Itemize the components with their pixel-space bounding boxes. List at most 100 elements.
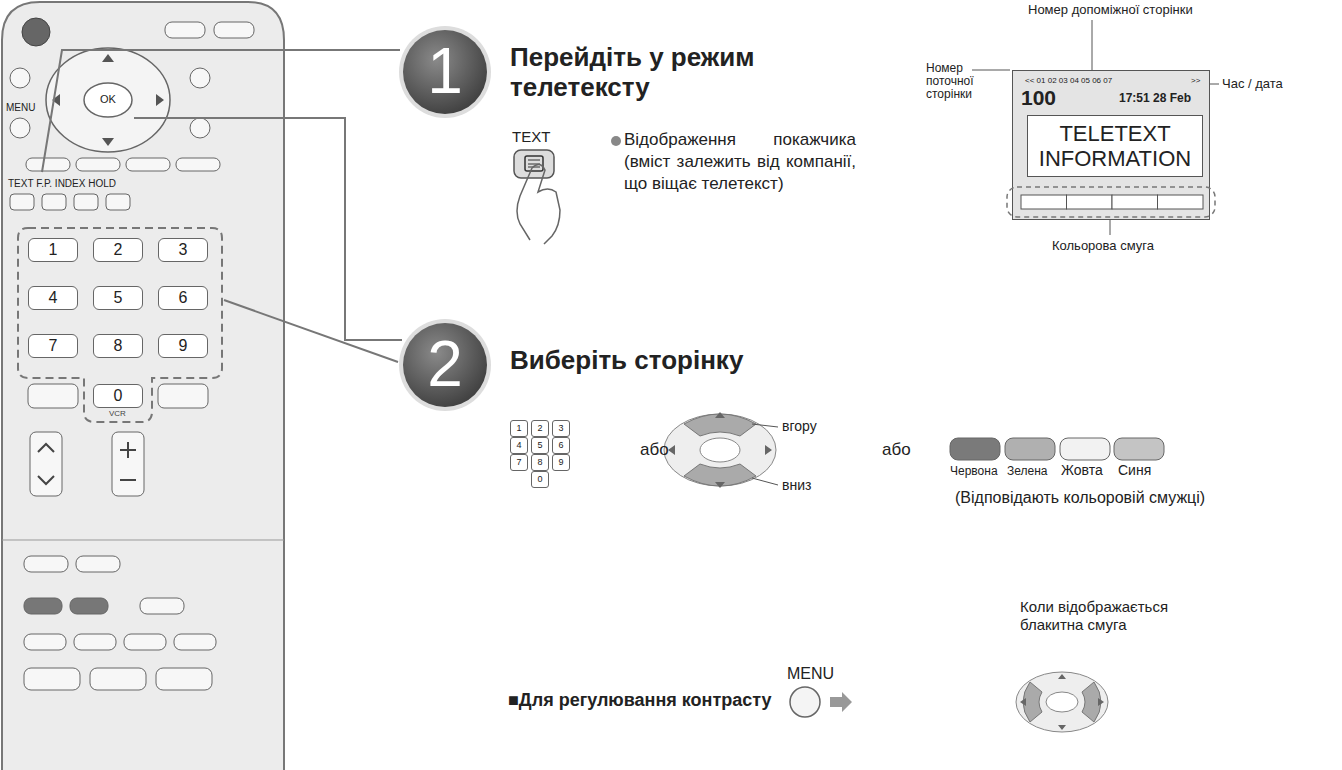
power-button	[22, 18, 50, 46]
text-label: Номер допоміжної сторінки	[1028, 2, 1193, 18]
number-button: 8	[93, 334, 143, 358]
arrows	[1020, 674, 1104, 730]
text-label: вниз	[782, 477, 811, 494]
number-button: 4	[510, 437, 528, 454]
teletext-symbol	[525, 156, 543, 171]
circle-fill	[403, 30, 487, 114]
node-text: 6	[558, 440, 563, 450]
node-text: 5	[114, 289, 123, 307]
number-button: 1	[28, 238, 78, 262]
text-label: Відображення покажчика (вміст залежить в…	[624, 129, 856, 195]
lower-buttons	[24, 556, 216, 690]
number-button: 2	[531, 420, 549, 437]
text-label: OK	[100, 93, 116, 106]
number-button: 9	[552, 454, 570, 471]
chevrons	[38, 444, 54, 484]
node-text: 9	[179, 337, 188, 355]
colour-keys	[950, 438, 1164, 460]
button	[28, 384, 78, 408]
node-text: 0	[114, 387, 123, 405]
dpad-arrows	[52, 54, 164, 146]
leader-line	[752, 424, 778, 427]
text-label: або	[882, 440, 911, 460]
node-text: 8	[114, 337, 123, 355]
leader-line	[224, 300, 398, 362]
number-button: 6	[158, 286, 208, 310]
node-text: 1	[49, 241, 58, 259]
number-button: 0	[531, 471, 549, 488]
step-heading: Перейдіть у режим телетексту	[510, 42, 840, 102]
text-label: MENU	[6, 102, 35, 114]
text-label: або	[640, 440, 669, 460]
node-text: 0	[537, 474, 542, 484]
screen-text: 100	[1021, 86, 1056, 109]
text-label: Жовта	[1061, 462, 1103, 479]
text-label: Синя	[1118, 462, 1151, 479]
teletext-buttons	[10, 194, 130, 210]
teletext-title-box: TELETEXT INFORMATION	[1027, 115, 1203, 177]
node-text: TELETEXT INFORMATION	[1028, 121, 1202, 172]
colour-bar-cell	[1067, 195, 1113, 209]
screen-text: 17:51 28 Feb	[1119, 92, 1191, 105]
number-button: 3	[158, 238, 208, 262]
step-circle: 1	[398, 25, 492, 119]
menu-key	[790, 687, 820, 717]
arrow	[830, 692, 852, 712]
text-label: MENU	[787, 664, 834, 683]
number-button: 9	[158, 334, 208, 358]
hand	[517, 164, 560, 244]
leader-line	[752, 478, 778, 485]
text-label: Номер поточної сторінки	[926, 62, 988, 101]
number-button: 8	[531, 454, 549, 471]
digit-group-outline	[18, 228, 222, 422]
number-button: 1	[510, 420, 528, 437]
node-text: 6	[179, 289, 188, 307]
node-text: 9	[558, 457, 563, 467]
button	[190, 118, 210, 138]
plus-minus	[120, 442, 136, 480]
node-text: 2	[114, 241, 123, 259]
left-right-keys	[1023, 682, 1101, 722]
button	[214, 22, 254, 38]
node-text: 3	[558, 423, 563, 433]
screen-text: >>	[1191, 77, 1200, 86]
node-text: 7	[49, 337, 58, 355]
circle-ring	[399, 26, 491, 118]
step-heading: Виберіть сторінку	[510, 345, 743, 376]
text-label: (Відповідають кольоровій смужці)	[955, 488, 1205, 507]
colour-bar-outline	[1007, 187, 1215, 217]
number-button: 5	[531, 437, 549, 454]
text-label: Кольорова смуга	[1052, 238, 1154, 254]
number-button: 3	[552, 420, 570, 437]
number-button: 4	[28, 286, 78, 310]
divider	[2, 540, 284, 541]
text-label: ■Для регулювання контрасту	[508, 690, 772, 712]
node-text: 4	[49, 289, 58, 307]
screen-text: << 01 02 03 04 05 06 07	[1025, 77, 1112, 86]
button	[165, 22, 205, 38]
circle-ring	[399, 319, 491, 411]
node-text: 7	[516, 457, 521, 467]
menu-button	[10, 118, 30, 138]
text-label: вгору	[782, 418, 817, 435]
node-text: 1	[427, 35, 463, 109]
colour-bar-cell	[1158, 195, 1204, 209]
channel-rocker	[30, 432, 62, 496]
text-label: Червона	[950, 464, 998, 478]
button	[190, 68, 210, 88]
text-label: VCR	[109, 409, 126, 419]
leader-line	[134, 118, 402, 340]
node-text: 8	[537, 457, 542, 467]
number-button: 2	[93, 238, 143, 262]
node-text: 2	[427, 328, 463, 402]
arrows	[668, 412, 772, 488]
text-label: Зелена	[1007, 464, 1048, 478]
node-text: 1	[516, 423, 521, 433]
number-button: 6	[552, 437, 570, 454]
leader-line	[1092, 20, 1093, 74]
leader-line	[42, 50, 400, 172]
text-label: Коли відображається блакитна смуга	[1020, 598, 1220, 634]
text-label: TEXT	[512, 128, 550, 146]
node-text: 5	[537, 440, 542, 450]
